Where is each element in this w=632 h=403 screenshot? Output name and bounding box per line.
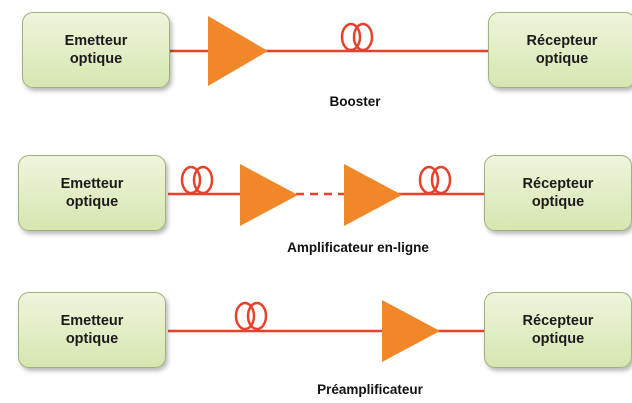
row-inline-links <box>168 164 486 226</box>
receiver-label: Récepteur optique <box>522 313 594 347</box>
receiver-box: Récepteur optique <box>488 12 632 88</box>
emitter-label: Emetteur optique <box>60 313 124 347</box>
receiver-label: Récepteur optique <box>522 176 594 210</box>
inline-amplifier-caption: Amplificateur en-ligne <box>287 240 429 255</box>
amplifier-icon <box>208 16 268 86</box>
receiver-box: Récepteur optique <box>484 155 632 231</box>
amplifier-icon <box>344 164 402 226</box>
receiver-box: Récepteur optique <box>484 292 632 368</box>
fiber-coil-icon <box>180 165 214 195</box>
emitter-label: Emetteur optique <box>64 33 128 67</box>
emitter-box: Emetteur optique <box>18 155 166 231</box>
receiver-label: Récepteur optique <box>526 33 598 67</box>
emitter-box: Emetteur optique <box>22 12 170 88</box>
row-preamp-links <box>168 300 486 362</box>
fiber-coil-icon <box>340 22 374 52</box>
preamplifier-caption: Préamplificateur <box>317 382 423 397</box>
emitter-label: Emetteur optique <box>60 176 124 210</box>
emitter-box: Emetteur optique <box>18 292 166 368</box>
fiber-coil-icon <box>418 165 452 195</box>
amplifier-icon <box>240 164 298 226</box>
booster-caption: Booster <box>329 94 381 109</box>
row-booster-links <box>170 16 490 86</box>
amplifier-icon <box>382 300 440 362</box>
fiber-coil-icon <box>234 301 268 331</box>
